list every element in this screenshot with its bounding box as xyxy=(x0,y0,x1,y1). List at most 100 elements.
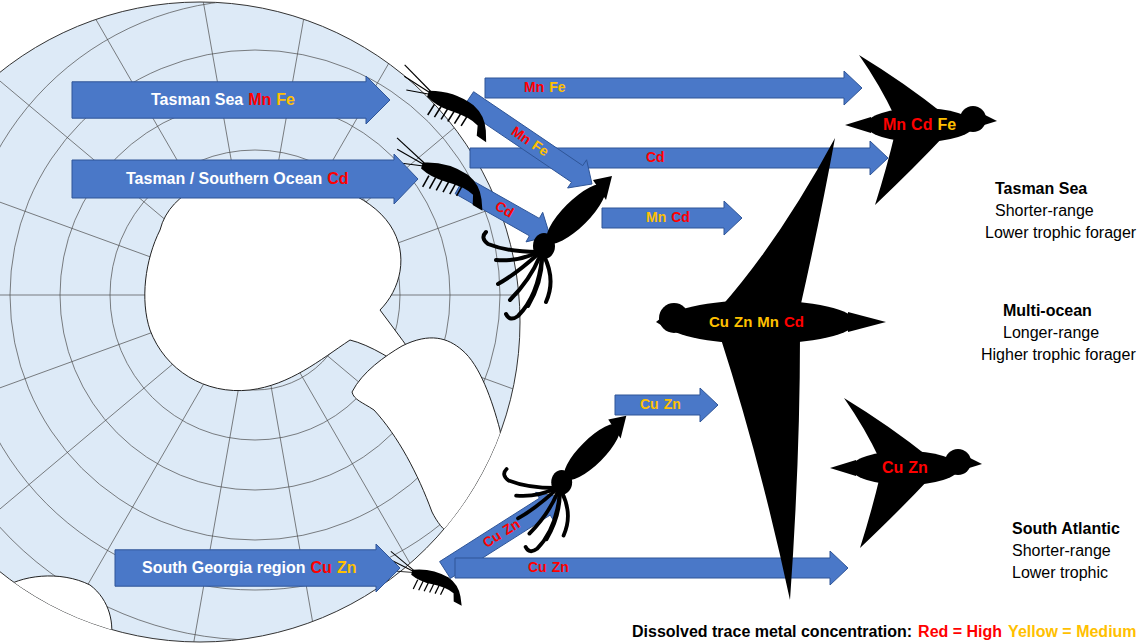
bird-beak xyxy=(981,113,997,126)
flow-arrows xyxy=(440,71,888,585)
krill-leg xyxy=(428,103,435,116)
node-text: Higher trophic forager xyxy=(981,346,1136,364)
text-row: Tasman Sea xyxy=(995,180,1087,198)
node-text: South Atlantic xyxy=(1012,520,1120,538)
source-arrow: Tasman SeaMnFe xyxy=(72,76,390,124)
node-text: Cd xyxy=(911,116,932,134)
node-text: Cu xyxy=(882,459,903,477)
text-row: Cu Zn Mn Cd xyxy=(709,313,804,330)
krill-silhouette xyxy=(390,65,501,142)
arrow-text: Mn xyxy=(248,91,271,109)
bird-wing xyxy=(860,476,930,548)
australia-coast xyxy=(0,0,70,48)
legend-swatch: Red = High xyxy=(918,623,1002,641)
squid-silhouette xyxy=(483,176,613,319)
krill-leg xyxy=(450,182,456,195)
arrow-outline xyxy=(115,544,400,592)
krill-leg xyxy=(419,580,423,590)
text-row: Lower trophic xyxy=(1012,564,1108,582)
bird-wing xyxy=(720,336,800,600)
landmasses xyxy=(0,0,501,644)
bird-tail xyxy=(848,312,886,332)
node-text: Cu xyxy=(709,313,729,330)
krill-leg xyxy=(434,105,441,118)
metal-symbol: Cd xyxy=(646,150,665,165)
krill-antenna xyxy=(406,87,429,97)
node-text: Shorter-range xyxy=(1012,542,1111,560)
legend-text: Yellow = Medium xyxy=(1008,623,1136,640)
krill-leg xyxy=(430,583,434,593)
arrow-text: Tasman Sea xyxy=(151,91,243,109)
text-row: Tasman / Southern OceanCd xyxy=(126,170,349,188)
metal-symbol: Mn xyxy=(524,80,544,95)
albatross-silhouette xyxy=(656,138,886,600)
node-text: Zn xyxy=(734,313,752,330)
metal-symbol: Zn xyxy=(664,397,681,412)
node-text: Mn xyxy=(757,313,779,330)
krill-body xyxy=(415,159,492,211)
text-row: Shorter-range xyxy=(995,202,1094,220)
node-text: Zn xyxy=(908,459,928,477)
node-text: Mn xyxy=(883,116,906,134)
ocean-disc xyxy=(0,2,520,642)
node-text: Fe xyxy=(937,116,956,134)
text-row: Shorter-range xyxy=(1012,542,1111,560)
krill-leg xyxy=(435,584,439,594)
squid-silhouette xyxy=(504,416,628,551)
legend-caption: Dissolved trace metal concentration: xyxy=(632,623,912,641)
text-row: Lower trophic forager xyxy=(985,224,1136,242)
krill-silhouette xyxy=(383,551,470,605)
petrel-silhouette xyxy=(845,55,997,205)
squid-tentacle xyxy=(526,494,560,552)
text-row: South Atlantic xyxy=(1012,520,1120,538)
node-text: Cd xyxy=(784,313,804,330)
arrow-outline xyxy=(72,154,418,204)
squid-tentacle xyxy=(483,232,538,252)
metal-label: Cu Zn xyxy=(528,560,569,575)
krill-leg xyxy=(457,184,463,197)
arrow-text: Cu xyxy=(311,559,332,577)
krill-leg xyxy=(441,107,448,120)
arrow-text: Zn xyxy=(337,559,357,577)
krill-leg xyxy=(429,177,435,190)
node-text: Tasman Sea xyxy=(995,180,1087,198)
arrow-text: South Georgia region xyxy=(142,559,306,577)
bird-wing xyxy=(859,55,945,117)
node-text: Shorter-range xyxy=(995,202,1094,220)
petrel-silhouette xyxy=(830,398,982,548)
text-row: Tasman SeaMnFe xyxy=(151,91,295,109)
squid-fin xyxy=(593,176,612,200)
text-row: Higher trophic forager xyxy=(981,346,1136,364)
legend-row: Dissolved trace metal concentration: Red … xyxy=(632,623,1137,641)
krill-leg xyxy=(461,114,468,127)
legend-text: Red = High xyxy=(918,623,1002,640)
squid-fin xyxy=(608,416,626,439)
squid-tentacle xyxy=(506,258,542,319)
metal-symbol: Cu xyxy=(528,560,547,575)
flow-arrow xyxy=(485,71,862,105)
bird-tail xyxy=(845,117,871,133)
albatross-node: CuZnMnCdMulti-oceanLonger-rangeHigher tr… xyxy=(660,130,1141,610)
flow-arrow xyxy=(615,388,718,422)
squid-tentacle xyxy=(544,256,551,302)
krill-leg xyxy=(441,585,445,595)
prey-silhouettes xyxy=(383,65,628,606)
metal-symbol: Cd xyxy=(671,210,690,225)
krill-leg xyxy=(448,110,455,123)
krill-leg xyxy=(423,175,429,188)
legend-swatch: Yellow = Medium xyxy=(1008,623,1136,641)
petrel-node: Mn Cd FeTasman SeaShorter-rangeLower troph… xyxy=(840,55,1141,255)
metal-symbol: Zn xyxy=(552,560,569,575)
node-text: Longer-range xyxy=(1003,324,1099,342)
squid-tentacle xyxy=(504,469,556,488)
krill-leg xyxy=(413,579,417,589)
metal-symbol: Mn xyxy=(646,210,666,225)
africa-coast xyxy=(0,576,112,644)
krill-antenna xyxy=(399,65,435,91)
text-row: Cu Zn xyxy=(882,459,928,477)
krill-leg xyxy=(443,180,449,193)
bird-wing xyxy=(844,398,930,460)
source-arrow: South Georgia region Cu Zn xyxy=(115,544,400,592)
flow-arrow xyxy=(462,92,592,188)
